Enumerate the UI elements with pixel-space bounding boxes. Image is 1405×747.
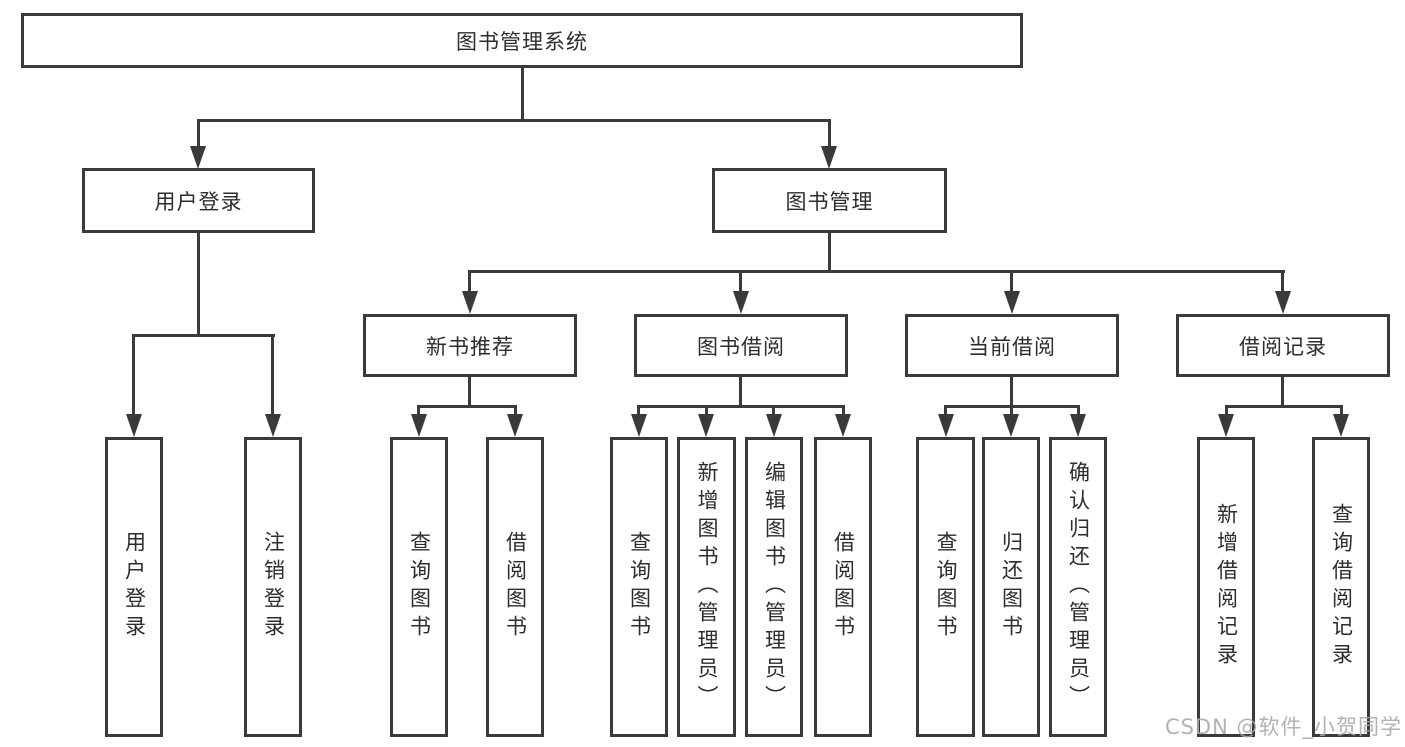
leaf-current-confirm-admin-label: 确认归还（管理员） <box>1066 461 1091 713</box>
leaf-records-query-label: 查询借阅记录 <box>1329 503 1354 671</box>
arrowhead-g3-leaf4 <box>835 414 851 437</box>
connector-g1-branch <box>132 334 275 337</box>
node-current-borrow: 当前借阅 <box>905 314 1119 377</box>
node-user-login: 用户登录 <box>82 168 315 233</box>
connector-userlogin-drop <box>197 119 200 149</box>
leaf-borrow-add-admin-label: 新增图书（管理员） <box>695 461 719 713</box>
leaf-borrow-query: 查询图书 <box>610 437 668 737</box>
arrowhead-g2-leaf2 <box>507 414 523 437</box>
leaf-borrow-borrow: 借阅图书 <box>814 437 872 737</box>
arrowhead-userlogin <box>190 146 206 169</box>
connector-root-stem <box>521 68 524 121</box>
connector-g2-stem <box>468 377 471 408</box>
node-current-borrow-label: 当前借阅 <box>968 334 1056 359</box>
connector-g5-drop2 <box>1340 405 1343 417</box>
leaf-current-return-label: 归还图书 <box>999 531 1024 643</box>
connector-g4-drop1 <box>944 405 947 417</box>
leaf-borrow-add-admin: 新增图书（管理员） <box>677 437 736 737</box>
node-book-management: 图书管理 <box>712 168 947 233</box>
arrowhead-g3-leaf2 <box>698 414 714 437</box>
connector-bookmgmt-stem <box>828 233 831 273</box>
leaf-logout: 注销登录 <box>244 437 302 737</box>
connector-g3-drop4 <box>842 405 845 417</box>
connector-g3-drop1 <box>637 405 640 417</box>
leaf-borrow-query-label: 查询图书 <box>627 531 652 643</box>
node-root: 图书管理系统 <box>21 13 1023 68</box>
arrowhead-g2-leaf1 <box>411 414 427 437</box>
leaf-current-return: 归还图书 <box>982 437 1040 737</box>
connector-g2-drop2 <box>514 405 517 417</box>
arrowhead-g4-leaf1 <box>938 414 954 437</box>
leaf-borrow-borrow-label: 借阅图书 <box>831 531 856 643</box>
csdn-watermark: CSDN @软件_小贺同学 <box>1164 715 1402 739</box>
node-new-book-recommend-label: 新书推荐 <box>426 334 514 359</box>
connector-g3-drop3 <box>772 405 775 417</box>
leaf-user-login: 用户登录 <box>105 437 163 737</box>
connector-l3-drop-newbooks <box>468 270 471 294</box>
leaf-user-login-label: 用户登录 <box>122 531 147 643</box>
node-user-login-label: 用户登录 <box>154 189 243 214</box>
node-new-book-recommend: 新书推荐 <box>363 314 577 377</box>
arrowhead-records <box>1275 291 1291 314</box>
leaf-current-confirm-admin: 确认归还（管理员） <box>1049 437 1107 737</box>
leaf-newbooks-borrow-label: 借阅图书 <box>503 531 528 643</box>
leaf-borrow-edit-admin: 编辑图书（管理员） <box>745 437 803 737</box>
connector-g3-stem <box>739 377 742 408</box>
node-borrow-records: 借阅记录 <box>1176 314 1390 377</box>
leaf-records-add: 新增借阅记录 <box>1197 437 1255 737</box>
leaf-current-query-label: 查询图书 <box>934 531 958 643</box>
connector-g4-drop3 <box>1077 405 1080 417</box>
leaf-records-add-label: 新增借阅记录 <box>1214 503 1239 671</box>
arrowhead-g4-leaf2 <box>1003 414 1019 437</box>
arrowhead-borrow <box>733 291 749 314</box>
arrowhead-g5-leaf2 <box>1333 414 1349 437</box>
arrowhead-g4-leaf3 <box>1070 414 1086 437</box>
arrowhead-g3-leaf3 <box>766 414 782 437</box>
connector-l3-drop-current <box>1010 270 1013 294</box>
node-book-borrow: 图书借阅 <box>634 314 848 377</box>
arrowhead-g3-leaf1 <box>631 414 647 437</box>
leaf-newbooks-query: 查询图书 <box>390 437 448 737</box>
connector-g1-drop1 <box>132 334 135 417</box>
node-borrow-records-label: 借阅记录 <box>1239 334 1327 359</box>
connector-level3-branch <box>468 270 1285 273</box>
arrowhead-newbooks <box>462 291 478 314</box>
connector-l3-drop-records <box>1281 270 1284 294</box>
node-book-management-label: 图书管理 <box>785 189 874 214</box>
arrowhead-bookmgmt <box>821 146 837 169</box>
arrowhead-g1-leaf1 <box>126 414 142 437</box>
leaf-newbooks-query-label: 查询图书 <box>407 531 432 643</box>
connector-g5-branch <box>1225 405 1343 408</box>
arrowhead-g1-leaf2 <box>265 414 281 437</box>
leaf-records-query: 查询借阅记录 <box>1312 437 1370 737</box>
leaf-current-query: 查询图书 <box>916 437 975 737</box>
leaf-newbooks-borrow: 借阅图书 <box>486 437 544 737</box>
connector-g3-drop2 <box>705 405 708 417</box>
connector-g2-drop1 <box>417 405 420 417</box>
leaf-logout-label: 注销登录 <box>261 531 286 643</box>
connector-g3-branch <box>637 405 845 408</box>
connector-g5-drop1 <box>1225 405 1228 417</box>
arrowhead-current <box>1004 291 1020 314</box>
connector-g1-drop2 <box>271 334 274 417</box>
connector-bookmgmt-drop <box>828 119 831 149</box>
leaf-borrow-edit-admin-label: 编辑图书（管理员） <box>762 461 787 713</box>
connector-l3-drop-borrow <box>739 270 742 294</box>
node-book-borrow-label: 图书借阅 <box>697 334 785 359</box>
node-root-label: 图书管理系统 <box>456 29 588 54</box>
connector-g5-stem <box>1281 377 1284 408</box>
connector-level1-branch <box>197 119 831 122</box>
arrowhead-g5-leaf1 <box>1218 414 1234 437</box>
connector-g2-branch <box>417 405 517 408</box>
connector-g4-stem <box>1010 377 1013 408</box>
connector-userlogin-stem <box>197 233 200 337</box>
connector-g4-drop2 <box>1010 405 1013 417</box>
